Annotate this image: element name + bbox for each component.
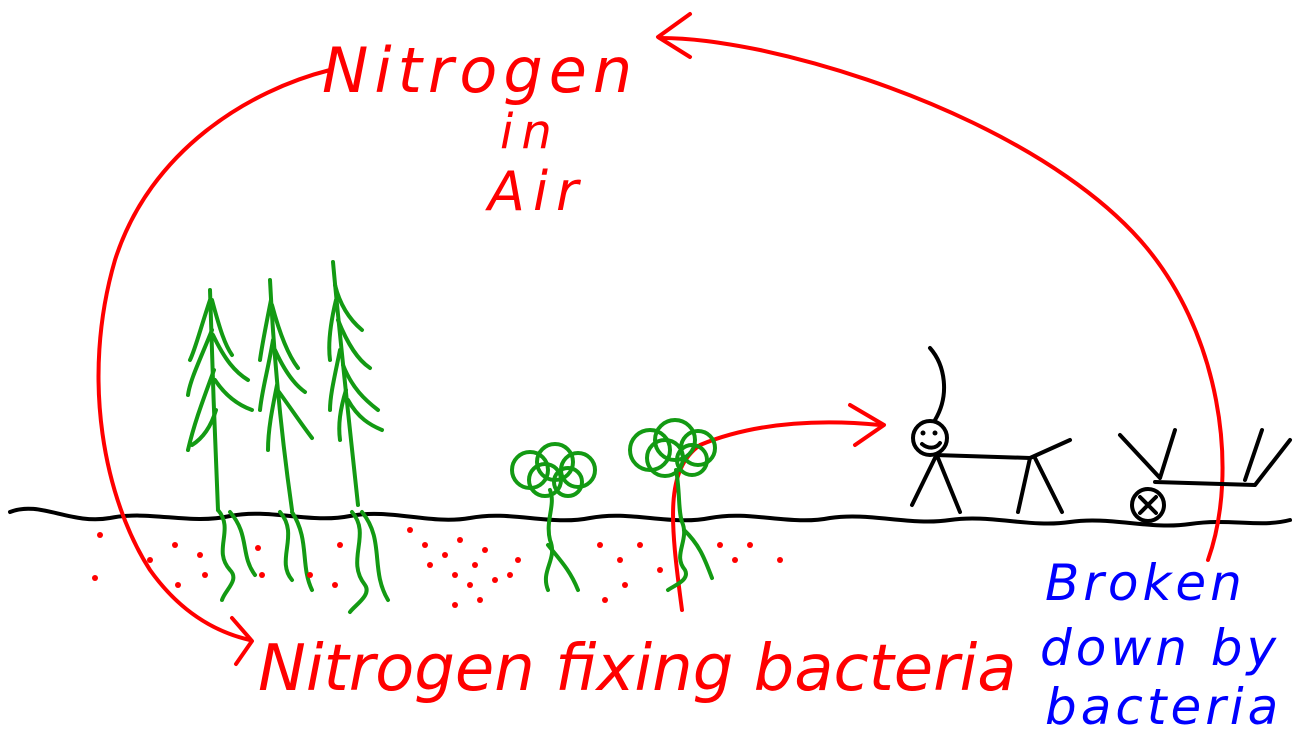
label-broken: Broken: [1045, 554, 1246, 612]
label-nitrogen-fixing-bacteria: Nitrogen fixing bacteria: [258, 632, 1016, 706]
grazing-animal: [912, 348, 1070, 512]
label-bacteria: bacteria: [1045, 678, 1282, 734]
label-air: Air: [485, 160, 586, 223]
tree-1: [188, 290, 252, 510]
tree-3: [329, 262, 382, 505]
tree-roots: [218, 510, 388, 612]
arrowhead-air: [658, 14, 690, 57]
ground-line: [10, 509, 1290, 526]
tree-2: [260, 280, 312, 510]
label-in: in: [500, 104, 560, 160]
label-down-by: down by: [1040, 619, 1280, 677]
arrow-air-to-fixing: [99, 70, 330, 640]
label-nitrogen: Nitrogen: [322, 34, 638, 107]
arrow-decomposition-to-air: [660, 38, 1223, 560]
dead-animal: [1120, 430, 1290, 521]
